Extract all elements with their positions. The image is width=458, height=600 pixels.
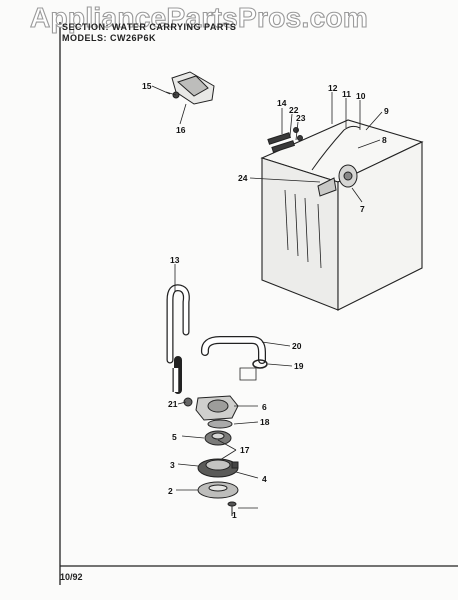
callout-12: 12 (328, 83, 338, 93)
callout-6: 6 (262, 402, 267, 412)
callout-17: 17 (240, 445, 250, 455)
callout-1: 1 (232, 510, 237, 520)
section-title: SECTION: WATER CARRYING PARTS (62, 22, 237, 32)
seal-ring (207, 419, 233, 429)
washer-cabinet (260, 119, 424, 311)
models-title: MODELS: CW26P6K (62, 33, 157, 43)
callout-23: 23 (296, 113, 306, 123)
callout-15: 15 (142, 81, 152, 91)
callout-2: 2 (168, 486, 173, 496)
callout-21: 21 (168, 399, 178, 409)
callout-11: 11 (342, 89, 351, 99)
callout-8: 8 (382, 135, 387, 145)
callout-18: 18 (260, 417, 270, 427)
callout-13: 13 (170, 255, 180, 265)
mounting-screw (227, 501, 237, 516)
callout-14: 14 (277, 98, 287, 108)
pump-cover (197, 458, 239, 478)
callout-22: 22 (289, 105, 299, 115)
revision-date: 10/92 (60, 572, 83, 582)
watermark-logo-text: AppliancePartsPros.com (29, 1, 369, 33)
water-valve-assembly (311, 125, 361, 197)
leader-lines (151, 85, 383, 509)
callout-19: 19 (294, 361, 304, 371)
callout-16: 16 (176, 125, 186, 135)
pump-base-plate (197, 481, 239, 499)
callout-20: 20 (292, 341, 302, 351)
callout-7: 7 (360, 204, 365, 214)
pump-body (183, 395, 239, 421)
callout-5: 5 (172, 432, 177, 442)
callout-3: 3 (170, 460, 175, 470)
hose-clamp (252, 359, 268, 369)
callout-10: 10 (356, 91, 366, 101)
callout-24: 24 (238, 173, 248, 183)
pump-pulley (204, 430, 232, 446)
bracket-assembly (165, 71, 215, 105)
callout-9: 9 (384, 106, 389, 116)
callout-4: 4 (262, 474, 267, 484)
